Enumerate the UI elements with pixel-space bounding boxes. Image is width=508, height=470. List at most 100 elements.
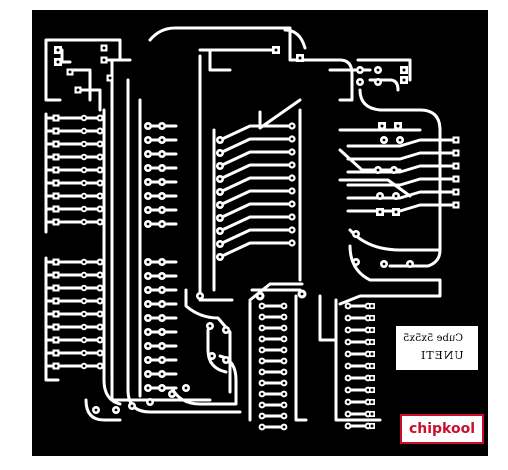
drill-hole <box>282 337 286 341</box>
trace <box>218 228 292 246</box>
drill-hole <box>260 359 264 363</box>
drill-hole <box>290 137 294 141</box>
drill-hole <box>282 359 286 363</box>
drill-hole <box>160 274 164 278</box>
drill-hole <box>146 358 150 362</box>
watermark-badge: chipkool <box>400 414 484 444</box>
drill-hole <box>366 400 370 404</box>
drill-hole <box>346 316 350 320</box>
drill-hole <box>354 260 358 264</box>
drill-hole <box>82 194 86 198</box>
trace <box>318 294 382 422</box>
drill-hole <box>370 424 374 428</box>
drill-hole <box>54 286 58 290</box>
drill-hole <box>366 328 370 332</box>
drill-hole <box>358 80 362 84</box>
drill-hole <box>260 381 264 385</box>
drill-hole <box>218 164 222 168</box>
drill-hole <box>218 229 222 233</box>
drill-hole <box>98 181 102 185</box>
drill-hole <box>146 386 150 390</box>
drill-hole <box>82 273 86 277</box>
copper-pads <box>52 44 460 431</box>
drill-hole <box>160 260 164 264</box>
drill-hole <box>260 370 264 374</box>
drill-hole <box>98 142 102 146</box>
trace <box>102 58 212 406</box>
drill-hole <box>392 168 396 172</box>
drill-hole <box>346 352 350 356</box>
trace <box>212 98 304 302</box>
drill-hole <box>160 222 164 226</box>
drill-hole <box>260 304 264 308</box>
drill-hole <box>82 168 86 172</box>
trace <box>346 164 458 174</box>
trace <box>44 112 60 382</box>
drill-hole <box>160 152 164 156</box>
drill-hole <box>290 189 294 193</box>
drill-hole <box>94 408 98 412</box>
drill-hole <box>82 351 86 355</box>
drill-hole <box>160 166 164 170</box>
drill-hole <box>370 316 374 320</box>
board-label-line2: UNETI <box>420 349 464 362</box>
drill-hole <box>98 129 102 133</box>
drill-hole <box>54 207 58 211</box>
drill-hole <box>346 424 350 428</box>
trace <box>218 189 292 207</box>
drill-hole <box>160 208 164 212</box>
drill-hole <box>366 376 370 380</box>
drill-hole <box>160 302 164 306</box>
pcb-substrate <box>32 10 488 456</box>
drill-hole <box>370 304 374 308</box>
trace <box>218 176 292 194</box>
drill-hole <box>146 288 150 292</box>
drill-hole <box>290 124 294 128</box>
drill-hole <box>54 194 58 198</box>
drill-hole <box>98 351 102 355</box>
drill-hole <box>54 260 58 264</box>
drill-hole <box>366 364 370 368</box>
drill-hole <box>382 138 386 142</box>
drill-hole <box>146 194 150 198</box>
drill-hole <box>68 70 72 74</box>
drill-hole <box>98 194 102 198</box>
drill-hole <box>370 388 374 392</box>
drill-hole <box>282 403 286 407</box>
drill-hole <box>218 255 222 259</box>
drill-hole <box>218 242 222 246</box>
drill-hole <box>82 312 86 316</box>
drill-hole <box>346 376 350 380</box>
drill-hole <box>378 210 382 214</box>
drill-hole <box>282 304 286 308</box>
drill-hole <box>346 340 350 344</box>
drill-hole <box>210 354 214 358</box>
drill-hole <box>160 124 164 128</box>
drill-hole <box>82 155 86 159</box>
drill-hole <box>82 116 86 120</box>
drill-hole <box>54 338 58 342</box>
drill-hole <box>82 260 86 264</box>
drill-hole <box>290 163 294 167</box>
trace <box>218 150 292 168</box>
drill-hole <box>170 392 174 396</box>
drill-hole <box>454 203 458 207</box>
drill-hole <box>54 155 58 159</box>
trace <box>218 241 292 259</box>
drill-hole <box>184 386 188 390</box>
drill-hole <box>148 400 152 404</box>
drill-hole <box>290 228 294 232</box>
drill-hole <box>260 315 264 319</box>
drill-hole <box>298 56 302 60</box>
drill-hole <box>260 326 264 330</box>
drill-hole <box>370 364 374 368</box>
drill-hole <box>160 138 164 142</box>
drill-hole <box>260 348 264 352</box>
drill-hole <box>82 207 86 211</box>
drill-hole <box>382 262 386 266</box>
drill-hole <box>198 294 202 298</box>
drill-hole <box>454 177 458 181</box>
drill-hole <box>146 208 150 212</box>
trace <box>218 124 292 142</box>
drill-hole <box>282 414 286 418</box>
